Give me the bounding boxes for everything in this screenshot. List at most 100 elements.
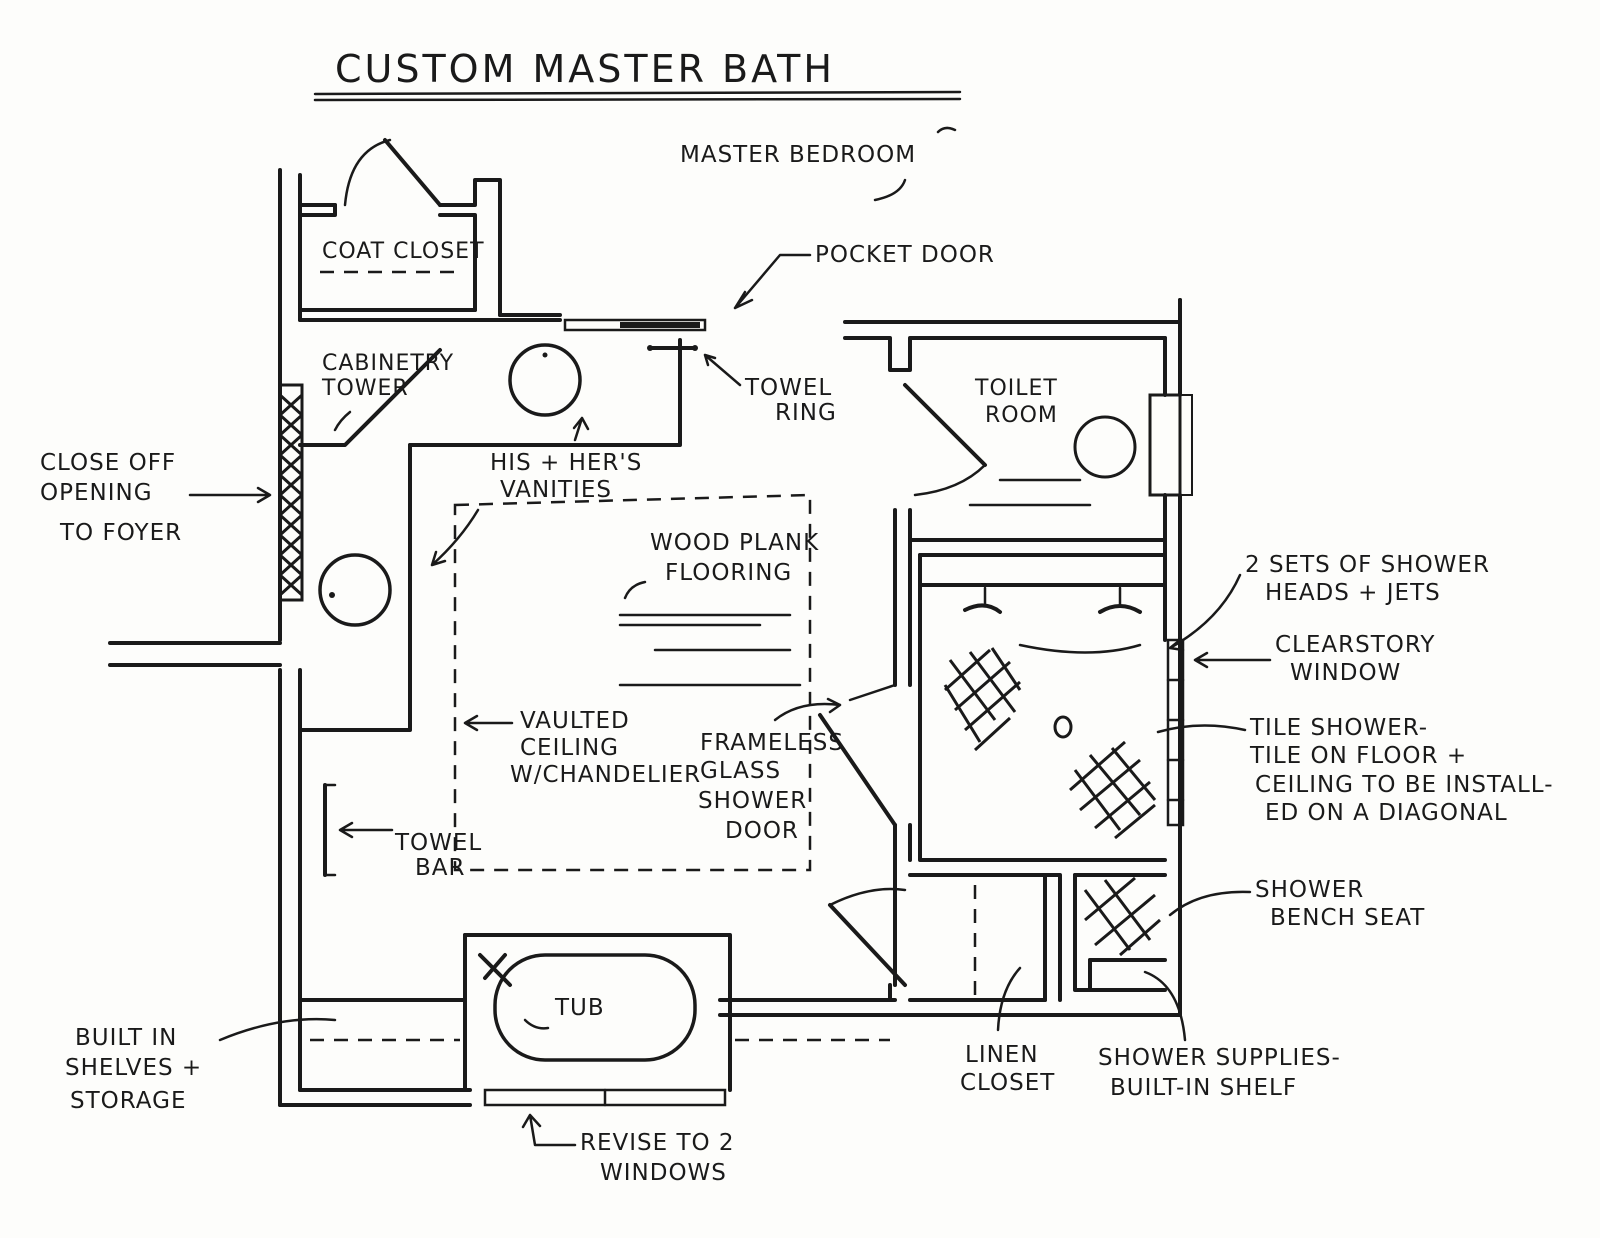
label-clearstory-2: WINDOW [1290,660,1401,686]
tub-faucet [478,953,512,987]
label-close-off-2: OPENING [40,480,153,506]
linen-door [828,903,907,987]
tile-arrow [1156,724,1247,734]
label-frameless-4: DOOR [725,818,799,844]
label-cabinetry-1: CABINETRY [322,351,454,376]
closed-opening [278,383,304,602]
plan-title: CUSTOM MASTER BATH [335,47,835,91]
label-built-in-1: BUILT IN [75,1025,177,1051]
towel-ring-end [647,345,653,351]
label-bench-2: BENCH SEAT [1270,905,1425,931]
pocket-door [563,318,707,332]
shower-head-1 [963,603,1002,614]
label-linen-1: LINEN [965,1042,1039,1068]
label-built-in-2: SHELVES + [65,1055,202,1081]
coat-closet-door [383,138,442,207]
bedroom-mark-2 [873,178,907,202]
tub [493,953,697,1062]
label-towel-ring-1: TOWEL [744,375,832,401]
label-toilet-2: ROOM [985,403,1058,428]
sink-hers-faucet [329,592,335,598]
vanities-arrow-2 [430,508,480,567]
wood-plank-lines [618,613,802,687]
label-shower-heads-2: HEADS + JETS [1265,580,1441,606]
label-toilet-1: TOILET [974,376,1058,401]
label-wood-plank-2: FLOORING [665,560,792,586]
linen-door-swing [828,887,907,907]
label-linen-2: CLOSET [960,1070,1055,1096]
label-wood-plank-1: WOOD PLANK [650,530,819,556]
label-vaulted-3: W/CHANDELIER [510,762,701,788]
shower-drain [1053,715,1073,739]
label-towel-ring-2: RING [775,400,837,426]
label-vaulted-1: VAULTED [520,708,630,734]
title-underline [313,90,962,96]
supplies-arrow [1143,970,1187,1042]
label-clearstory-1: CLEARSTORY [1275,632,1435,658]
label-revise-1: REVISE TO 2 [580,1130,735,1156]
sink-his-faucet [542,352,548,358]
built-in-arrow [218,1017,337,1042]
closed-opening-hatch [278,393,304,597]
label-master-bedroom: MASTER BEDROOM [680,142,916,168]
bench-arrow [1168,890,1252,917]
title-underline-2 [313,97,962,102]
label-towel-bar-2: BAR [415,855,466,881]
cabinetry-tower [298,348,442,447]
toilet-floor-lines [968,478,1092,507]
cabinetry-mark [333,410,352,432]
sink-hers [318,553,392,627]
towel-ring-end-2 [692,345,698,351]
towel-bar-arrow [338,821,394,839]
vaulted-arrow [463,714,514,732]
vaulted-ceiling-outline [453,493,812,872]
label-vanities-2: VANITIES [500,477,612,503]
label-close-off-3: TO FOYER [59,520,182,546]
label-vanities-1: HIS + HER'S [490,450,642,476]
towel-bar-ends [323,783,337,877]
toilet-tank [1148,393,1182,497]
clearstory-arrow [1193,651,1272,669]
label-tile-1: TILE SHOWER- [1249,715,1428,741]
walls [108,168,1182,1107]
label-tub: TUB [554,995,605,1021]
pocket-door-arrow [733,253,812,310]
clearstory-window [1166,638,1185,827]
toilet-window [1179,394,1193,496]
shower-door-swing [848,683,897,702]
towel-ring-arrow [703,353,742,387]
clearstory-mullions [1166,678,1185,802]
close-off-arrow [188,486,272,504]
label-towel-bar-1: TOWEL [394,830,482,856]
label-shower-heads-1: 2 SETS OF SHOWER [1245,552,1490,578]
revise-arrow [521,1113,577,1147]
tub-mark [523,1018,550,1030]
label-supplies-1: SHOWER SUPPLIES- [1098,1045,1341,1071]
label-coat-closet: COAT CLOSET [322,239,485,264]
shower-heads-link [1018,643,1142,654]
label-tile-2: TILE ON FLOOR + [1249,743,1467,769]
shower-bench-hatch [1083,876,1161,957]
sink-his [508,343,582,417]
label-close-off-1: CLOSE OFF [40,450,176,476]
shower-glass-door [818,713,897,827]
shower-tile-hatch-2 [1069,740,1157,840]
label-revise-2: WINDOWS [600,1160,727,1186]
toilet-door-swing [913,463,987,497]
toilet-bowl [1073,415,1137,479]
linen-arrow [996,966,1022,1032]
shower-head-2 [1098,604,1142,614]
label-pocket-door: POCKET DOOR [815,242,995,268]
label-supplies-2: BUILT-IN SHELF [1110,1075,1297,1101]
flooring-mark [623,580,647,600]
frameless-arrow [773,697,842,722]
pocket-door-leaf [620,322,700,328]
shower-heads-arrow [1168,573,1242,652]
bedroom-mark [936,126,957,134]
label-built-in-3: STORAGE [70,1088,187,1114]
label-cabinetry-2: TOWER [321,376,409,401]
label-frameless-2: GLASS [700,758,781,784]
label-tile-3: CEILING TO BE INSTALL- [1255,772,1554,798]
label-vaulted-2: CEILING [520,735,619,761]
